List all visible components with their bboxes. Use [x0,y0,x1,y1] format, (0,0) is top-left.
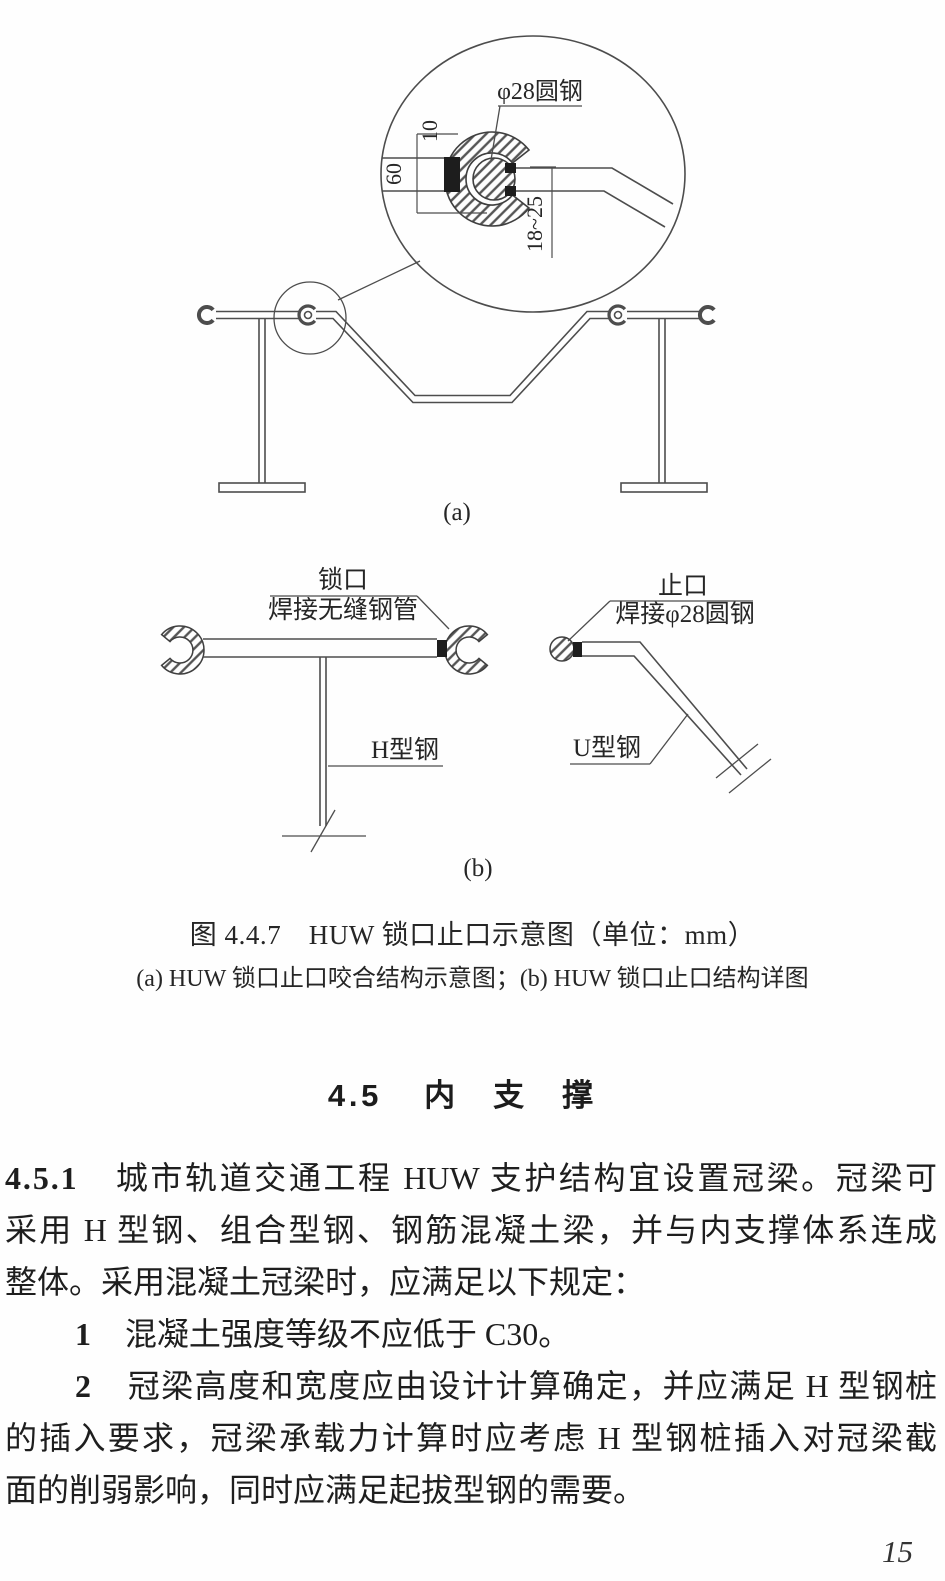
section-title: 内支撑 [424,1078,632,1113]
item-text: 混凝土强度等级不应低于 C30。 [92,1316,571,1352]
detail-view: φ28圆钢 10 60 18~25 [381,78,674,258]
lock-subtitle: 焊接无缝钢管 [268,596,418,624]
item-text: 冠梁高度和宽度应由设计计算确定，并应满足 H 型钢桩 [92,1368,937,1404]
page-number: 15 [882,1534,913,1569]
joint-left [297,304,317,326]
figure-subcaption: (a) HUW 锁口止口咬合结构示意图；(b) HUW 锁口止口结构详图 [136,966,809,992]
weld-block-left [444,157,460,192]
weld-block-right-top [505,163,516,173]
weld-block-right-bottom [505,186,516,196]
joint-right [607,304,627,326]
list-item-2: 2 冠梁高度和宽度应由设计计算确定，并应满足 H 型钢桩 [5,1360,937,1412]
clause-line: 采用 H 型钢、组合型钢、钢筋混凝土梁，并与内支撑体系连成 [5,1212,937,1248]
dim-18-25: 18~25 [522,196,547,252]
stop-subtitle: 焊接φ28圆钢 [615,600,754,628]
lock-hook-right [698,305,716,325]
lock-ring-section [444,131,531,227]
section-number: 4.5 [327,1078,383,1113]
item-number: 2 [75,1368,93,1404]
clause-line: 面的削弱影响，同时应满足起拔型钢的需要。 [5,1472,646,1508]
figure-b-label: (b) [463,855,492,882]
round-bar-section [549,636,575,662]
dim-10: 10 [417,120,442,142]
figure-b-left: 锁口 焊接无缝钢管 H型钢 [160,566,489,853]
pipe-lock-right [444,625,489,675]
clause-line: 整体。采用混凝土冠梁时，应满足以下规定： [5,1264,646,1300]
figure-b-right: 止口 焊接φ28圆钢 U型钢 [549,572,772,794]
figure-a-structure [197,281,716,493]
clause-text: 4.5.1 城市轨道交通工程 HUW 支护结构宜设置冠梁。冠梁可 采用 H 型钢… [0,1152,945,1516]
detail-callout-circle [337,35,686,313]
figure-caption: 图 4.4.7 HUW 锁口止口示意图（单位：mm） [189,920,756,950]
clause-line-text: 城市轨道交通工程 HUW 支护结构宜设置冠梁。冠梁可 [78,1160,937,1196]
dim-60: 60 [381,163,406,185]
clause-line: 的插入要求，冠梁承载力计算时应考虑 H 型钢桩插入对冠梁截 [5,1420,937,1456]
weld-block-flange [437,640,447,657]
lock-hook-left [197,305,215,325]
section-heading: 4.5 内支撑 [0,1078,933,1114]
list-item-1: 1 混凝土强度等级不应低于 C30。 [5,1308,937,1360]
round-steel-label: φ28圆钢 [497,78,583,105]
pipe-lock-left [160,625,205,675]
pile-flange-right [620,482,708,493]
stop-title: 止口 [658,572,708,600]
clause-number: 4.5.1 [5,1160,79,1196]
figure-a-label: (a) [443,499,471,526]
pile-flange-left [218,482,306,493]
detail-source-circle [273,281,347,355]
h-steel-label: H型钢 [371,736,439,764]
figure-4-4-7: φ28圆钢 10 60 18~25 [160,35,772,882]
lock-title: 锁口 [318,566,368,594]
item-number: 1 [75,1316,93,1352]
round-steel-section [472,157,516,201]
clause-line: 4.5.1 城市轨道交通工程 HUW 支护结构宜设置冠梁。冠梁可 [5,1152,937,1204]
u-steel-label: U型钢 [573,734,641,762]
weld-block-bar [573,642,582,657]
